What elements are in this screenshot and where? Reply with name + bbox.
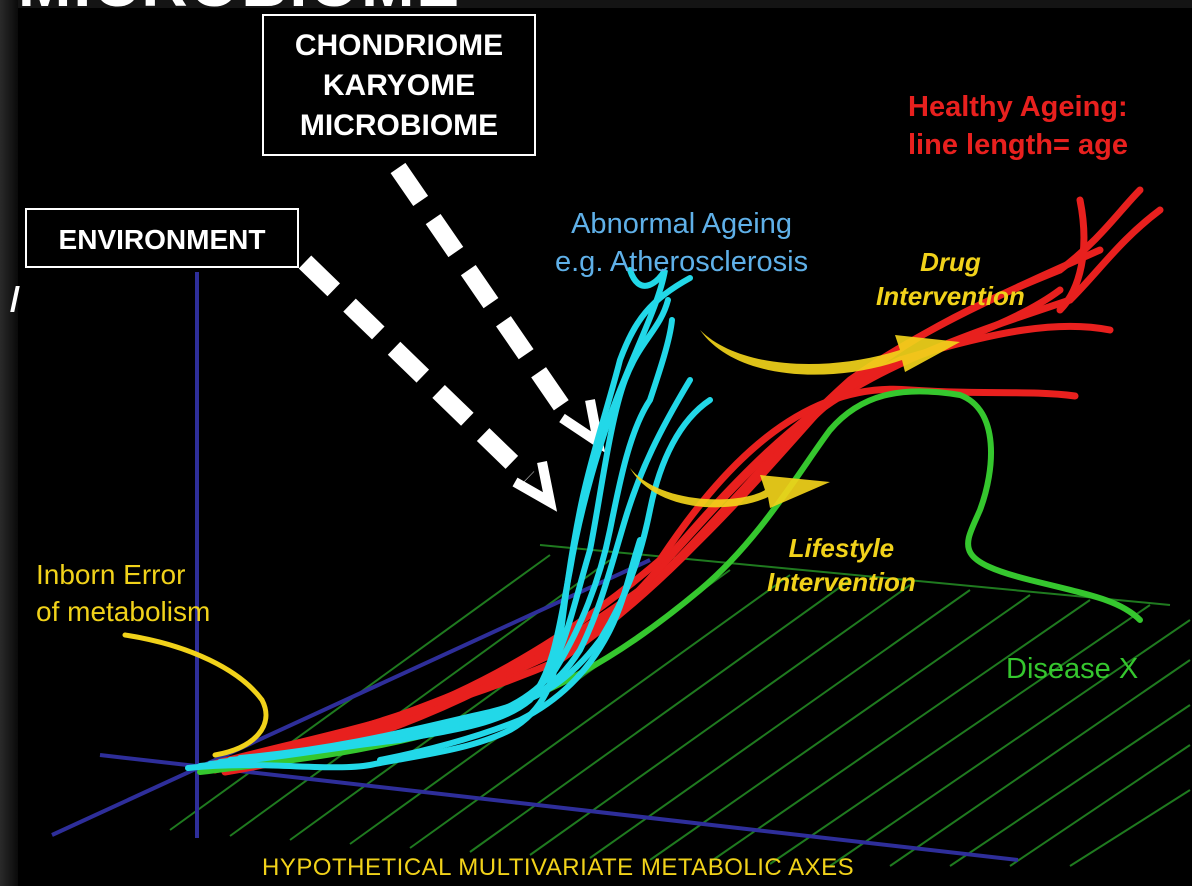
dashed-arrow-chondriome	[398, 168, 568, 415]
box-line-microbiome: MICROBIOME	[264, 106, 534, 146]
inborn-error-line1: Inborn Error	[36, 556, 210, 593]
box-line-chondriome: CHONDRIOME	[264, 26, 534, 66]
metabolic-plane-grid	[170, 545, 1190, 866]
arrowhead-chondriome	[562, 400, 598, 442]
healthy-ageing-line1: Healthy Ageing:	[908, 88, 1128, 126]
abnormal-ageing-label: Abnormal Ageing e.g. Atherosclerosis	[555, 205, 808, 281]
inborn-error-label: Inborn Error of metabolism	[36, 556, 210, 630]
healthy-ageing-line2: line length= age	[908, 126, 1128, 164]
box-line-karyome: KARYOME	[264, 66, 534, 106]
axes-caption: HYPOTHETICAL MULTIVARIATE METABOLIC AXES	[262, 853, 854, 883]
chondriome-karyome-microbiome-box: CHONDRIOME KARYOME MICROBIOME	[262, 14, 536, 156]
lifestyle-intervention-label: Lifestyle Intervention	[767, 531, 916, 599]
drug-intervention-label: Drug Intervention	[876, 245, 1025, 313]
lifestyle-intervention-line1: Lifestyle	[767, 531, 916, 565]
disease-x-label: Disease X	[1006, 651, 1138, 687]
arrowhead-environment	[515, 462, 550, 502]
drug-intervention-line2: Intervention	[876, 279, 1025, 313]
healthy-ageing-label: Healthy Ageing: line length= age	[908, 88, 1128, 164]
drug-intervention-line1: Drug	[876, 245, 1025, 279]
lifestyle-intervention-line2: Intervention	[767, 565, 916, 599]
inborn-error-line2: of metabolism	[36, 593, 210, 630]
environment-box: ENVIRONMENT	[25, 208, 299, 268]
abnormal-ageing-line2: e.g. Atherosclerosis	[555, 243, 808, 281]
abnormal-ageing-line1: Abnormal Ageing	[555, 205, 808, 243]
